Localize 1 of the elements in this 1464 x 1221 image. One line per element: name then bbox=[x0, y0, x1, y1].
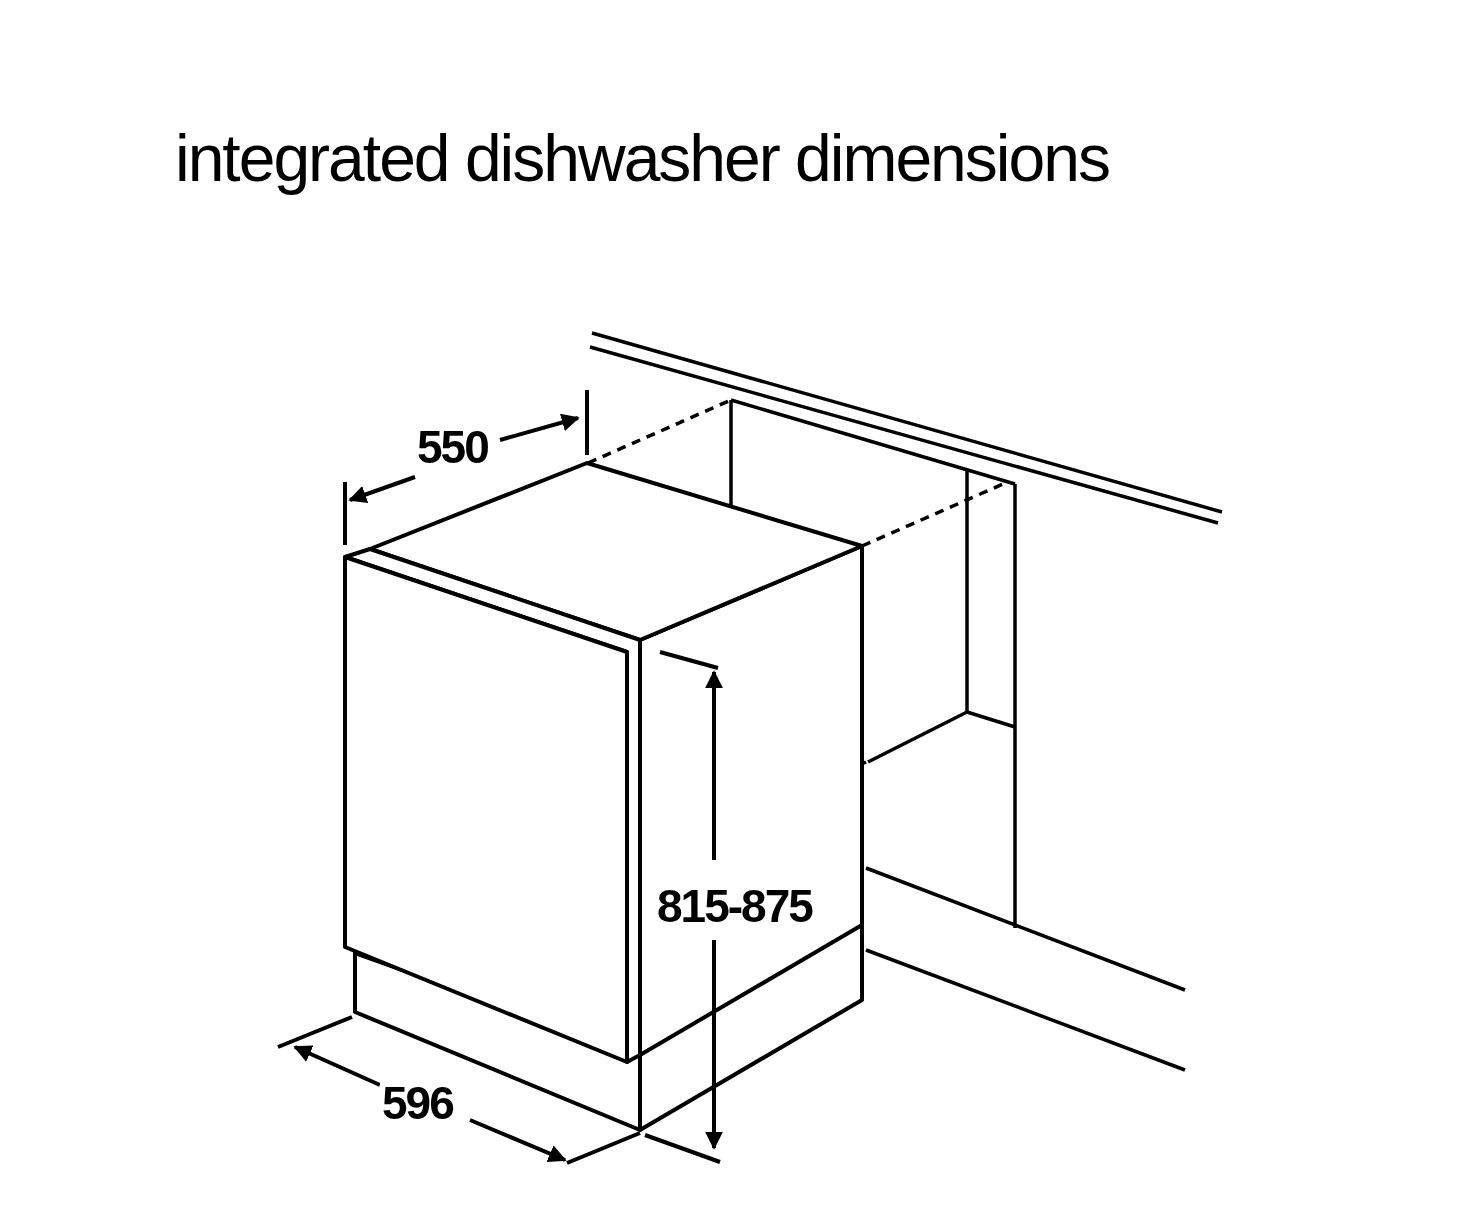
title: integrated dishwasher dimensions bbox=[175, 120, 1109, 196]
